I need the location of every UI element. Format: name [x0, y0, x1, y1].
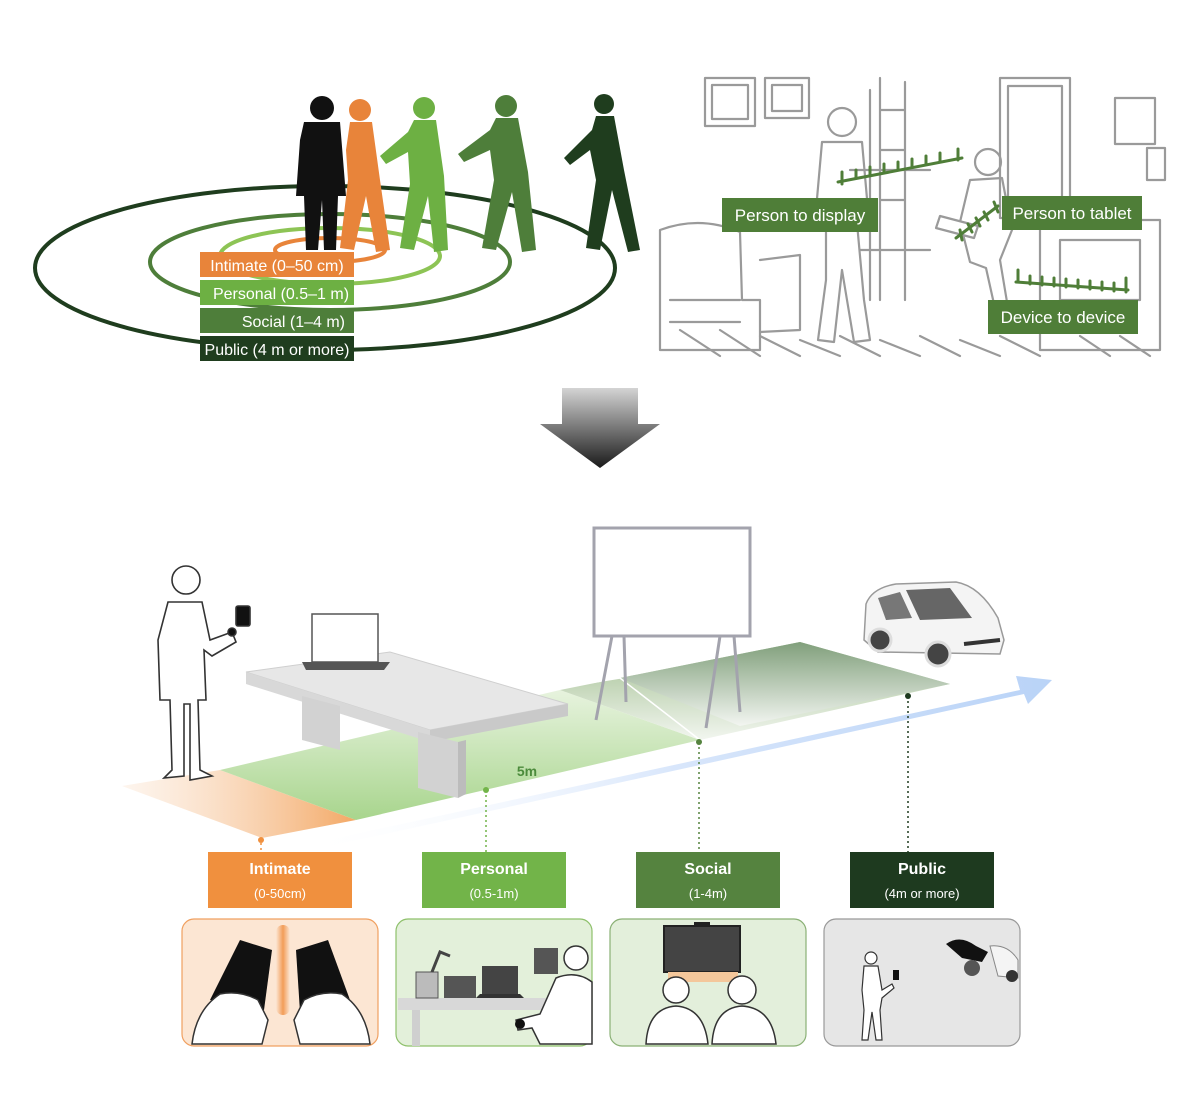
- svg-text:Social (1–4 m): Social (1–4 m): [242, 314, 345, 331]
- table: [245, 651, 569, 798]
- person-silhouette-self: [296, 96, 346, 250]
- scene-intimate: [181, 918, 379, 1047]
- svg-text:Person to display: Person to display: [735, 206, 866, 225]
- svg-text:(1-4m): (1-4m): [689, 886, 727, 901]
- wall-frame: [1113, 96, 1157, 146]
- bottom-zone-public: Public (4m or more): [850, 852, 994, 908]
- svg-text:Social: Social: [684, 861, 731, 878]
- car-icon: [863, 581, 1005, 668]
- sketch-label-person-display: Person to display: [722, 198, 878, 232]
- tv-group-icon: [645, 922, 777, 1045]
- scene-social: [609, 918, 807, 1047]
- ruler-device-device: [1014, 268, 1130, 294]
- ruler-person-tablet: [954, 200, 1000, 242]
- bottom-zone-intimate: Intimate (0-50cm): [208, 852, 352, 908]
- ruler-person-display: [836, 147, 964, 186]
- svg-text:Intimate: Intimate: [249, 861, 310, 878]
- zone-label-social: Social (1–4 m): [200, 308, 354, 333]
- scene-personal: [395, 918, 593, 1047]
- svg-text:Public (4 m or more): Public (4 m or more): [205, 342, 350, 359]
- bottom-zone-personal: Personal (0.5-1m): [422, 852, 566, 908]
- svg-text:Public: Public: [898, 861, 946, 878]
- svg-text:(4m or more): (4m or more): [884, 886, 959, 901]
- person-silhouette-intimate: [340, 99, 390, 252]
- wall-frame: [763, 76, 811, 120]
- laptop-icon: [302, 613, 390, 670]
- svg-text:Device to device: Device to device: [1001, 308, 1126, 327]
- person-silhouette-social: [458, 95, 536, 252]
- svg-text:Personal (0.5–1 m): Personal (0.5–1 m): [213, 286, 349, 303]
- zone-label-personal: Personal (0.5–1 m): [200, 280, 354, 305]
- wall-frame: [703, 76, 757, 128]
- person-with-phone-icon: [157, 565, 251, 781]
- bottom-zone-social: Social (1-4m): [636, 852, 780, 908]
- person-car-icon: [861, 939, 1019, 1041]
- floor-zone-intimate: [122, 770, 356, 838]
- distance-label: 5m: [517, 763, 537, 779]
- zone-connectors: [258, 693, 911, 852]
- floor-zone-public: [620, 642, 950, 726]
- person-silhouette-public: [564, 94, 640, 252]
- svg-text:Personal: Personal: [460, 861, 528, 878]
- distance-arrow-icon: [300, 676, 1052, 850]
- zone-label-intimate: Intimate (0–50 cm): [200, 252, 354, 277]
- zone-label-public: Public (4 m or more): [200, 336, 354, 361]
- floor-scene: 5m: [122, 526, 1052, 852]
- scene-public: [823, 918, 1021, 1047]
- svg-text:(0.5-1m): (0.5-1m): [469, 886, 518, 901]
- person-silhouette-personal: [380, 97, 448, 252]
- svg-text:(0-50cm): (0-50cm): [254, 886, 306, 901]
- two-phones-icon: [191, 940, 371, 1045]
- sketch-label-person-tablet: Person to tablet: [1002, 196, 1142, 230]
- down-arrow-icon: [540, 388, 660, 468]
- desk-devices-icon: [398, 945, 593, 1046]
- svg-text:Intimate (0–50 cm): Intimate (0–50 cm): [210, 258, 343, 275]
- display-board-icon: [592, 526, 752, 729]
- sketch-label-device-device: Device to device: [988, 300, 1138, 334]
- svg-text:Person to tablet: Person to tablet: [1012, 204, 1131, 223]
- proxemic-rings-illustration: Intimate (0–50 cm) Personal (0.5–1 m) So…: [33, 94, 640, 361]
